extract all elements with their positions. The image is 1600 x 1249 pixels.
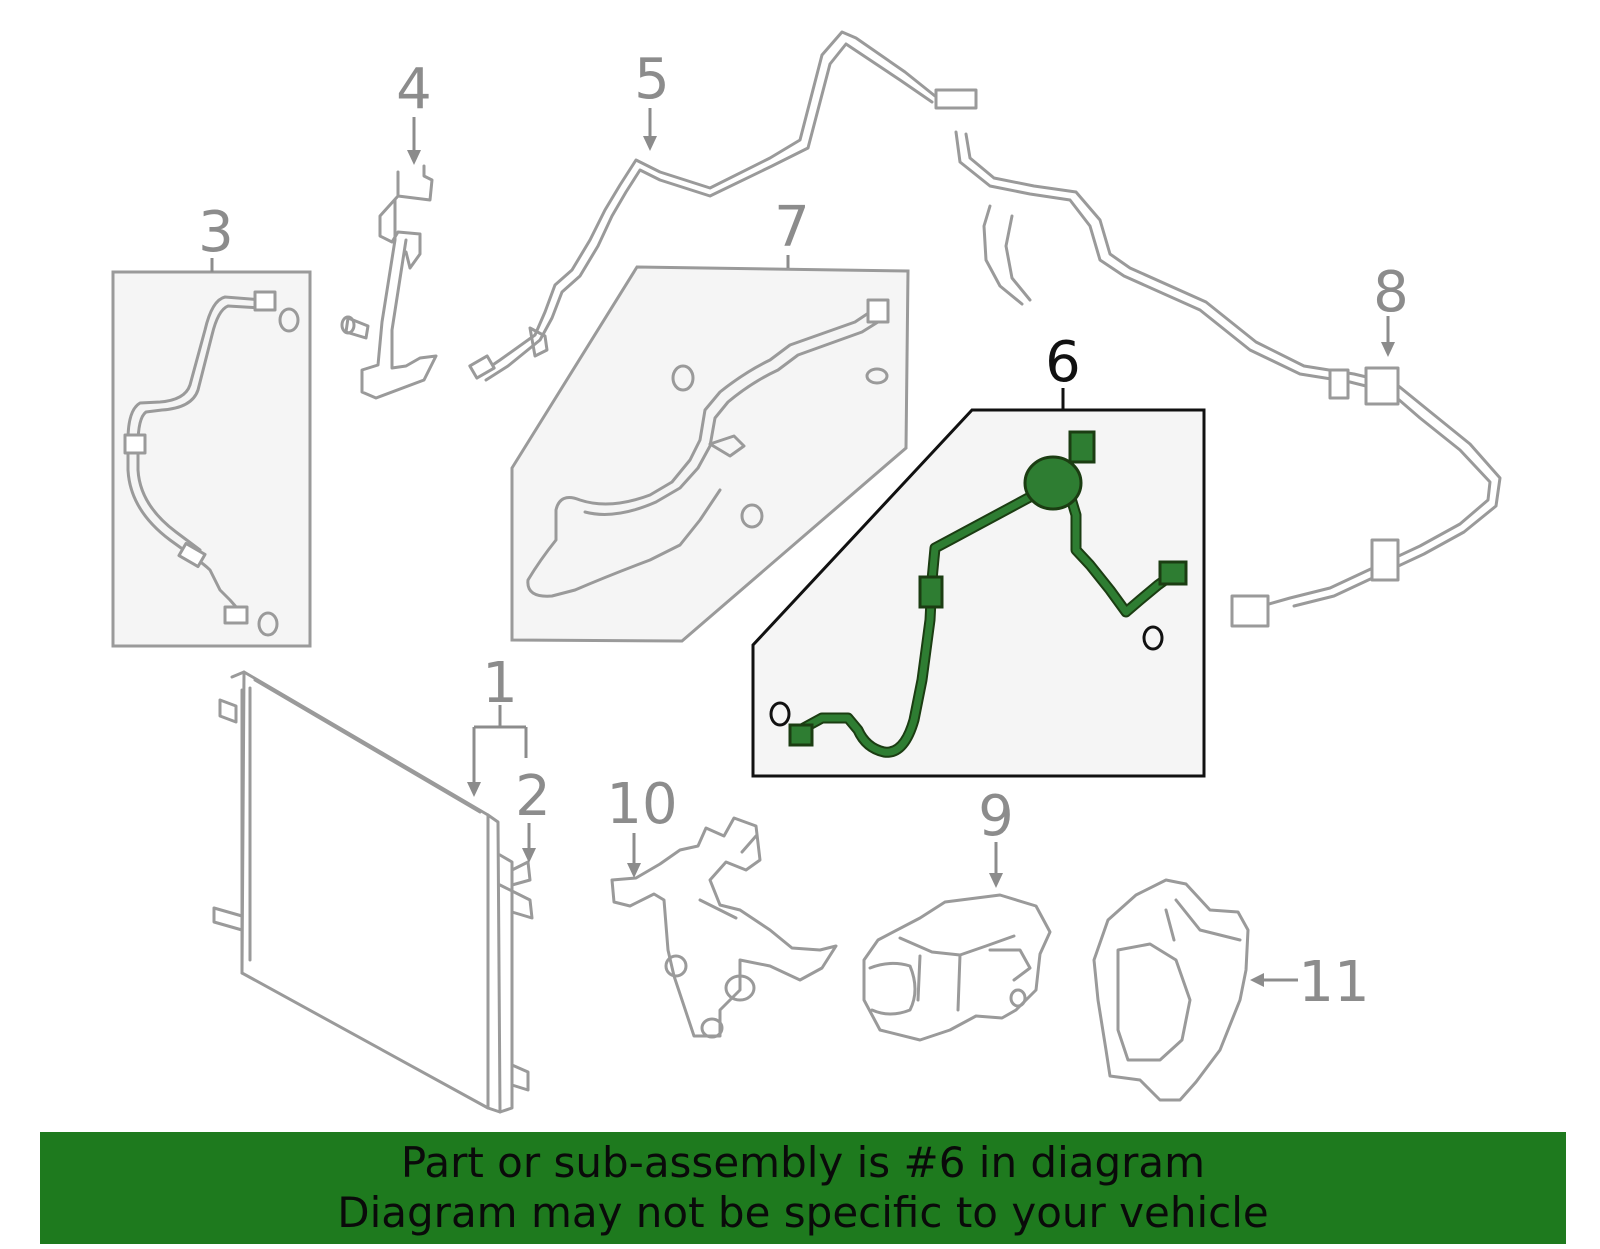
part-9-group	[862, 893, 1052, 1042]
part-7-group	[510, 265, 910, 643]
callout-6: 6	[1045, 330, 1081, 395]
part-10-bracket	[610, 816, 838, 1038]
part-6-oring-right	[1142, 625, 1164, 651]
callout-7: 7	[774, 195, 810, 260]
part-7-hose	[526, 310, 872, 598]
part-8-line	[954, 130, 1492, 608]
callout-1: 1	[482, 651, 518, 716]
callout-8: 8	[1373, 260, 1409, 325]
callout-9: 9	[978, 784, 1014, 849]
part-6-oring-left	[769, 701, 791, 727]
callout-10: 10	[606, 772, 677, 837]
part-8-group	[954, 130, 1502, 628]
callout-5: 5	[634, 47, 670, 112]
part-11-shield	[1092, 878, 1250, 1102]
part-7-panel	[510, 265, 910, 643]
part-4-bracket	[360, 164, 438, 400]
part-6-hose-highlight	[794, 484, 1178, 758]
part-5-line	[476, 30, 977, 377]
callout-3: 3	[198, 200, 234, 265]
banner-line-1: Part or sub-assembly is #6 in diagram	[400, 1138, 1206, 1187]
banner-line-2: Diagram may not be specific to your vehi…	[337, 1188, 1269, 1237]
part-3-oring-bottom	[257, 611, 279, 637]
part-9-compressor	[862, 893, 1052, 1042]
callout-2: 2	[515, 764, 551, 829]
part-5-group	[468, 30, 978, 382]
part-3-box	[111, 270, 312, 648]
part-2-dryer-bracket	[498, 853, 534, 1114]
part-3-group	[111, 270, 312, 648]
callout-arrows	[210, 108, 1395, 987]
info-banner: Part or sub-assembly is #6 in diagram Di…	[40, 1132, 1566, 1244]
part-1-condenser	[240, 670, 490, 1110]
part-3-hose-inner	[136, 304, 264, 552]
part-4-group	[340, 164, 438, 400]
part-3-oring-top	[278, 307, 300, 333]
part-6-panel	[751, 408, 1206, 778]
part-6-drier	[1023, 455, 1083, 511]
part-11-group	[1092, 878, 1250, 1102]
callout-11: 11	[1298, 950, 1369, 1015]
part-10-group	[610, 816, 838, 1039]
callout-4: 4	[396, 57, 432, 122]
part-1-2-group	[212, 670, 534, 1114]
part-6-group	[751, 408, 1206, 778]
